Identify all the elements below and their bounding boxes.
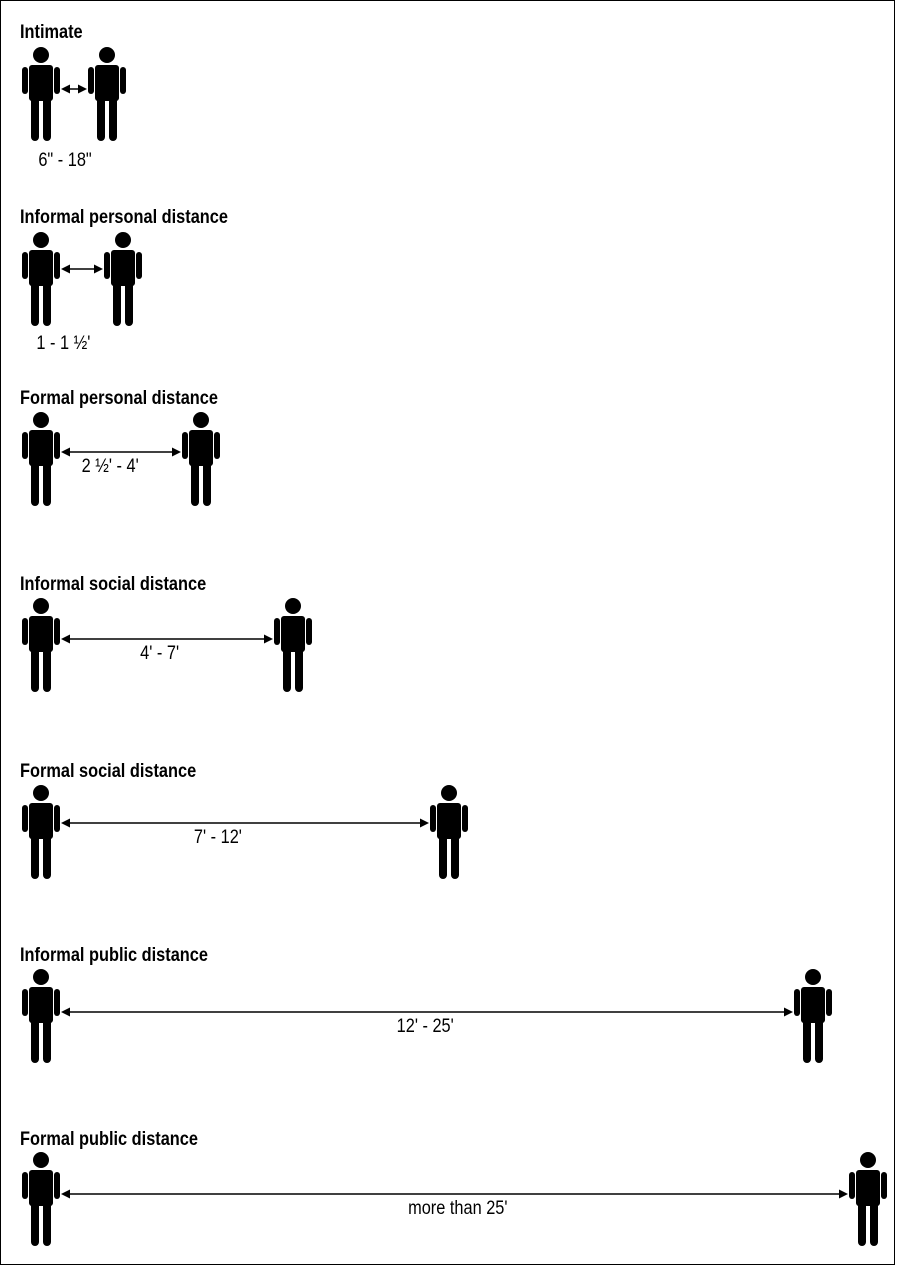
person-left-icon bbox=[21, 412, 61, 506]
section-title: Formal personal distance bbox=[20, 388, 218, 409]
person-left-icon bbox=[21, 1152, 61, 1246]
distance-arrow bbox=[61, 633, 273, 645]
distance-label: 6" - 18" bbox=[38, 150, 92, 171]
distance-label: 4' - 7' bbox=[140, 643, 180, 664]
section-title: Informal social distance bbox=[20, 574, 207, 595]
person-right-icon bbox=[87, 47, 127, 141]
section-title: Intimate bbox=[20, 22, 83, 43]
distance-arrow bbox=[61, 817, 429, 829]
person-left-icon bbox=[21, 232, 61, 326]
person-left-icon bbox=[21, 598, 61, 692]
person-left-icon bbox=[21, 47, 61, 141]
distance-arrow bbox=[61, 263, 103, 275]
distance-arrow bbox=[61, 446, 181, 458]
person-right-icon bbox=[273, 598, 313, 692]
distance-label: more than 25' bbox=[408, 1198, 508, 1219]
person-right-icon bbox=[103, 232, 143, 326]
distance-arrow bbox=[61, 83, 87, 95]
person-left-icon bbox=[21, 785, 61, 879]
person-right-icon bbox=[793, 969, 833, 1063]
person-right-icon bbox=[848, 1152, 888, 1246]
section-title: Formal public distance bbox=[20, 1129, 198, 1150]
distance-label: 12' - 25' bbox=[396, 1016, 454, 1037]
distance-label: 1 - 1 ½' bbox=[36, 333, 91, 354]
section-title: Informal personal distance bbox=[20, 207, 228, 228]
distance-arrow bbox=[61, 1006, 793, 1018]
person-left-icon bbox=[21, 969, 61, 1063]
section-title: Informal public distance bbox=[20, 945, 208, 966]
distance-label: 7' - 12' bbox=[193, 827, 242, 848]
person-right-icon bbox=[181, 412, 221, 506]
section-title: Formal social distance bbox=[20, 761, 197, 782]
person-right-icon bbox=[429, 785, 469, 879]
distance-arrow bbox=[61, 1188, 848, 1200]
distance-label: 2 ½' - 4' bbox=[81, 456, 139, 477]
